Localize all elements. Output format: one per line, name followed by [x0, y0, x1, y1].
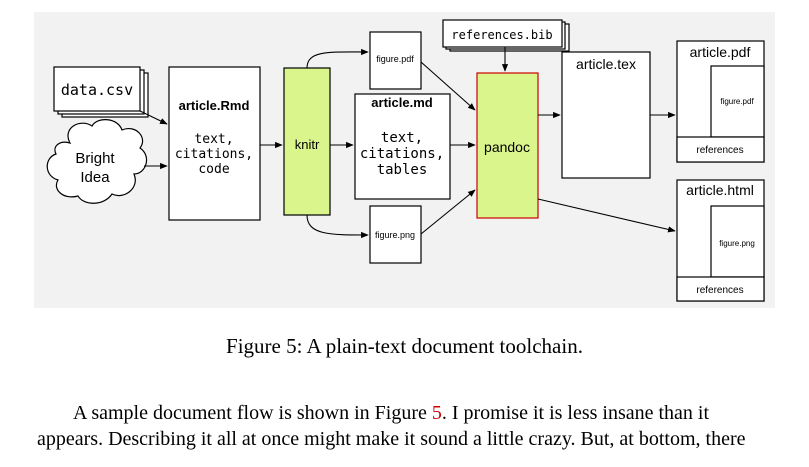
node-references-bib: references.bib [442, 19, 570, 52]
article-pdf-figure: figure.pdf [720, 97, 754, 106]
node-figure-png: figure.png [369, 205, 422, 264]
article-html-title: article.html [686, 182, 754, 198]
article-pdf-title: article.pdf [690, 44, 751, 60]
paragraph-line-1-after: . I promise it is less insane than it [441, 402, 710, 424]
node-article-pdf: article.pdf figure.pdf references [676, 40, 765, 163]
node-article-html: article.html figure.png references [676, 179, 765, 302]
edge-knitr-to-figure-png [306, 214, 369, 239]
node-data-csv: data.csv [53, 66, 149, 118]
figure-pdf-label: figure.pdf [376, 54, 414, 64]
edges [139, 47, 676, 239]
edge-data-csv-to-rmd [139, 110, 168, 125]
knitr-label: knitr [295, 137, 320, 152]
article-rmd-body-3: code [198, 162, 229, 177]
article-html-figure: figure.png [719, 239, 755, 248]
article-md-body-1: text, [381, 130, 423, 146]
edge-figure-png-to-pandoc [420, 189, 476, 235]
edge-pandoc-to-html [537, 198, 676, 233]
figure-reference-link[interactable]: 5 [431, 402, 442, 424]
cloud-shape [46, 119, 148, 204]
article-pdf-references: references [696, 145, 743, 156]
node-article-tex: article.tex [561, 51, 651, 179]
data-csv-label: data.csv [61, 81, 133, 99]
article-html-references: references [696, 285, 743, 296]
paragraph-line-1-before: A sample document flow is shown in Figur… [73, 402, 432, 424]
article-rmd-title: article.Rmd [179, 98, 250, 113]
node-pandoc: pandoc [476, 72, 539, 219]
figure-png-label: figure.png [375, 230, 415, 240]
pandoc-label: pandoc [484, 139, 530, 155]
toolchain-diagram: data.csv Bright Idea article.Rmd text, c… [46, 19, 765, 302]
article-md-body-3: tables [377, 162, 428, 178]
body-paragraph: A sample document flow is shown in Figur… [37, 400, 777, 452]
article-rmd-body-1: text, [194, 132, 233, 147]
article-tex-title: article.tex [576, 56, 636, 72]
bright-idea-line-2: Idea [80, 169, 110, 186]
article-md-title: article.md [371, 95, 432, 110]
edge-figure-pdf-to-pandoc [420, 61, 476, 111]
node-article-md: article.md text, citations, tables [354, 93, 451, 200]
node-knitr: knitr [283, 67, 331, 216]
node-figure-pdf: figure.pdf [369, 31, 422, 90]
references-bib-label: references.bib [451, 28, 552, 42]
article-md-body-2: citations, [360, 146, 444, 162]
node-article-rmd: article.Rmd text, citations, code [168, 66, 261, 221]
figure-caption: Figure 5: A plain-text document toolchai… [226, 334, 583, 358]
article-rmd-body-2: citations, [175, 147, 253, 162]
paragraph-line-1: A sample document flow is shown in Figur… [37, 400, 777, 426]
bright-idea-line-1: Bright [75, 150, 115, 167]
paragraph-line-2: appears. Describing it all at once might… [37, 428, 746, 450]
node-bright-idea: Bright Idea [46, 119, 148, 204]
edge-knitr-to-figure-pdf [306, 48, 369, 69]
